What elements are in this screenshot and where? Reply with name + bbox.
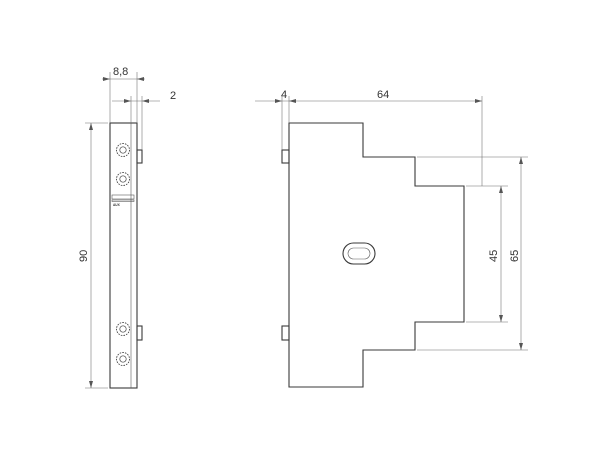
terminal-screw bbox=[116, 143, 130, 157]
dimension-depth-offset-label: 4 bbox=[281, 89, 287, 101]
dimension-inner-height-label: 45 bbox=[488, 250, 500, 262]
dimension-depth-total-label: 64 bbox=[377, 89, 389, 101]
front-view: AUX bbox=[109, 122, 143, 389]
front-view-label-plate bbox=[111, 194, 135, 200]
dimension-depth: 4 64 bbox=[255, 89, 483, 186]
side-view-outline bbox=[288, 122, 465, 388]
front-view-body bbox=[109, 122, 138, 389]
dimension-width-top: 8,8 bbox=[102, 66, 145, 123]
side-view-top-clip bbox=[281, 149, 290, 164]
terminal-screw bbox=[116, 172, 130, 186]
front-view-top-tab bbox=[136, 149, 143, 164]
dimension-height-left-label: 90 bbox=[78, 250, 90, 262]
front-view-label-text: AUX bbox=[113, 203, 121, 207]
side-view-slot-outer bbox=[342, 242, 376, 265]
dimension-width-top-label: 8,8 bbox=[113, 66, 128, 78]
side-view-bottom-clip bbox=[281, 325, 290, 341]
dimension-offset-top-label: 2 bbox=[170, 90, 176, 102]
dimension-height-left: 90 bbox=[78, 122, 108, 389]
side-view bbox=[281, 122, 465, 388]
dimension-offset-top: 2 bbox=[112, 90, 176, 150]
terminal-screw bbox=[116, 352, 130, 366]
front-view-bottom-tab bbox=[136, 325, 143, 341]
dimension-inner-height: 45 bbox=[466, 185, 508, 323]
dimension-outer-height-label: 65 bbox=[509, 250, 521, 262]
side-view-slot-inner bbox=[347, 247, 371, 260]
dimension-outer-height: 65 bbox=[417, 156, 528, 351]
front-view-label-line bbox=[111, 199, 135, 202]
terminal-screw bbox=[116, 322, 130, 336]
